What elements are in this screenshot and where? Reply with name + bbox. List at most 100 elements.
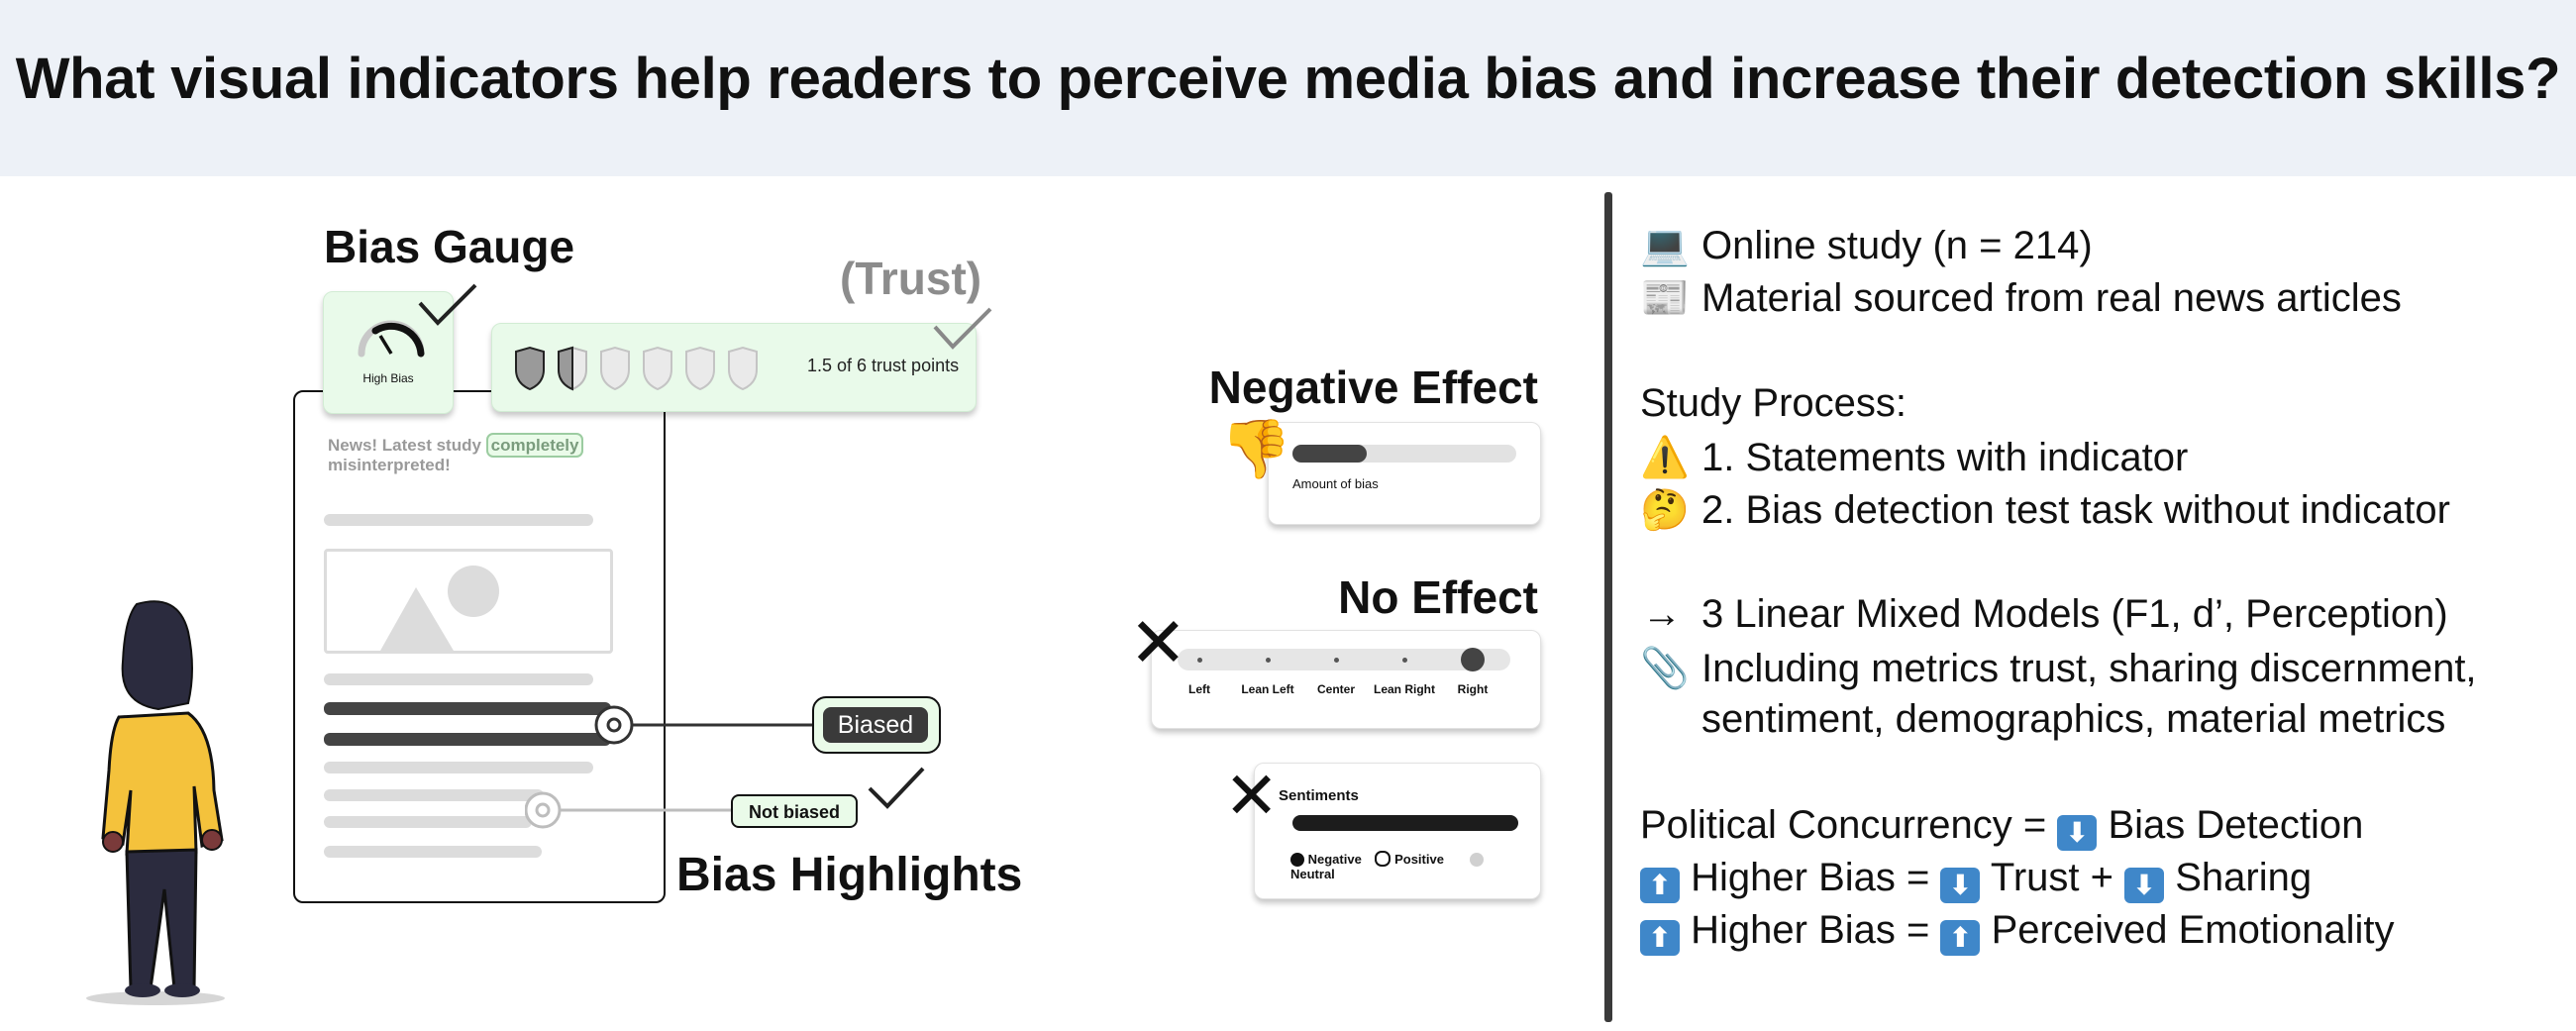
shield-icon [600,346,630,391]
text-line [324,816,532,828]
text-line [324,514,593,526]
scale-dot [1196,657,1202,663]
paperclip-icon: 📎 [1640,647,1690,690]
page-title: What visual indicators help readers to p… [15,47,2561,111]
higher-bias-line-2: ⬆ Higher Bias = ⬆ Perceived Emotionality [1640,908,2394,956]
scale-dot [1401,657,1407,663]
models-line: → 3 Linear Mixed Models (F1, d’, Percepti… [1640,592,2448,637]
biased-line [324,733,611,746]
cross-icon: ✕ [1129,604,1187,681]
online-study-text: Online study (n = 214) [1701,224,2093,267]
shield-icon [728,346,758,391]
arrow-up-icon: ⬆ [1640,920,1680,956]
biased-tag-label: Biased [823,707,928,743]
sentiments-card: Sentiments Negative Positive Neutral [1254,763,1541,899]
models-text: 3 Linear Mixed Models (F1, d’, Perceptio… [1701,592,2448,636]
sentiments-legend: Negative Positive Neutral [1290,851,1528,881]
step1-line: ⚠️ 1. Statements with indicator [1640,434,2188,480]
trust-card: 1.5 of 6 trust points [491,323,977,412]
hb2-text-b: Perceived Emotionality [1991,908,2395,952]
pc-text-end: Bias Detection [2108,803,2364,847]
text-line [324,846,542,858]
trust-title: (Trust) [840,253,982,304]
column-divider [1604,192,1612,1022]
shield-icon [685,346,715,391]
scale-label: Left [1188,682,1210,696]
legend-positive: Positive [1394,852,1444,867]
material-text: Material sourced from real news articles [1701,276,2402,320]
metrics-line-2: sentiment, demographics, material metric… [1701,697,2446,741]
highlight-connectors [525,705,822,829]
cross-icon: ✕ [1224,759,1280,832]
shield-icon [643,346,672,391]
step2-text: 2. Bias detection test task without indi… [1701,488,2450,532]
bias-gauge-card: High Bias [323,291,454,414]
hb1-text-a: Higher Bias = [1691,856,1930,899]
shield-icon [515,346,545,391]
metrics-line: 📎 Including metrics trust, sharing discer… [1640,645,2477,691]
negative-effect-title: Negative Effect [1208,361,1538,413]
metrics-text-1: Including metrics trust, sharing discern… [1701,647,2477,690]
step1-text: 1. Statements with indicator [1701,436,2189,479]
arrow-down-icon: ⬇ [2057,815,2098,851]
scale-dot [1333,657,1339,663]
headline-end: misinterpreted! [328,456,451,474]
image-placeholder [324,549,613,654]
legend-neutral-dot [1469,853,1484,867]
hb1-text-c: Sharing [2175,856,2313,899]
biased-line [324,702,611,715]
amount-bar-fill [1292,445,1367,463]
sentiments-title: Sentiments [1279,787,1359,804]
amount-of-bias-card: Amount of bias [1268,422,1541,525]
trust-text: 1.5 of 6 trust points [807,356,960,375]
arrow-right-icon: → [1642,592,1682,636]
check-icon [418,283,477,326]
amount-bar-track [1292,445,1516,463]
text-line [324,673,593,685]
bias-highlights-title: Bias Highlights [676,849,1023,901]
process-title: Study Process: [1640,381,1907,425]
higher-bias-line-1: ⬆ Higher Bias = ⬇ Trust + ⬇ Sharing [1640,856,2312,903]
arrow-up-icon: ⬆ [1640,868,1680,903]
text-line [324,762,593,773]
gauge-icon [358,320,425,358]
check-icon [933,307,992,350]
text-line [324,789,544,801]
step2-line: 🤔2. Bias detection test task without ind… [1640,486,2450,533]
hb2-text-a: Higher Bias = [1691,908,1930,952]
political-scale-track [1178,649,1510,670]
amount-label: Amount of bias [1292,476,1379,491]
trust-shields [515,346,758,391]
study-online-line: 💻 Online study (n = 214) [1640,222,2093,268]
legend-neutral: Neutral [1290,867,1335,881]
arrow-down-icon: ⬇ [1940,868,1981,903]
headline-start: News! Latest study [328,436,481,455]
image-placeholder-icon [380,566,499,651]
legend-negative: Negative [1307,852,1362,867]
legend-positive-dot [1375,851,1391,867]
arrow-up-icon: ⬆ [1940,920,1981,956]
article-headline: News! Latest study completely misinterpr… [328,433,625,475]
scale-label: Center [1316,682,1355,696]
political-scale-card: Left Lean Left Center Lean Right Right [1151,630,1541,729]
scale-label: Lean Right [1374,682,1435,696]
arrow-down-icon: ⬇ [2124,868,2165,903]
scale-selected-knob [1461,648,1485,671]
thinking-face-icon: 🤔 [1640,488,1690,532]
bias-gauge-title: Bias Gauge [324,221,575,272]
pc-text-start: Political Concurrency = [1640,803,2047,847]
biased-tag: Biased [812,696,941,754]
thumbs-down-icon: 👎 [1220,417,1292,481]
gauge-label: High Bias [362,371,414,385]
scale-label: Lean Left [1241,682,1294,696]
newspaper-icon: 📰 [1640,276,1690,320]
laptop-icon: 💻 [1640,224,1690,267]
person-illustration [86,600,225,1005]
no-effect-title: No Effect [1338,571,1538,623]
check-icon [868,767,925,809]
hb1-text-b: Trust + [1990,856,2113,899]
legend-negative-dot [1290,853,1304,867]
material-line: 📰Material sourced from real news article… [1640,274,2402,321]
scale-label: Right [1457,682,1489,696]
warning-icon: ⚠️ [1640,436,1690,479]
